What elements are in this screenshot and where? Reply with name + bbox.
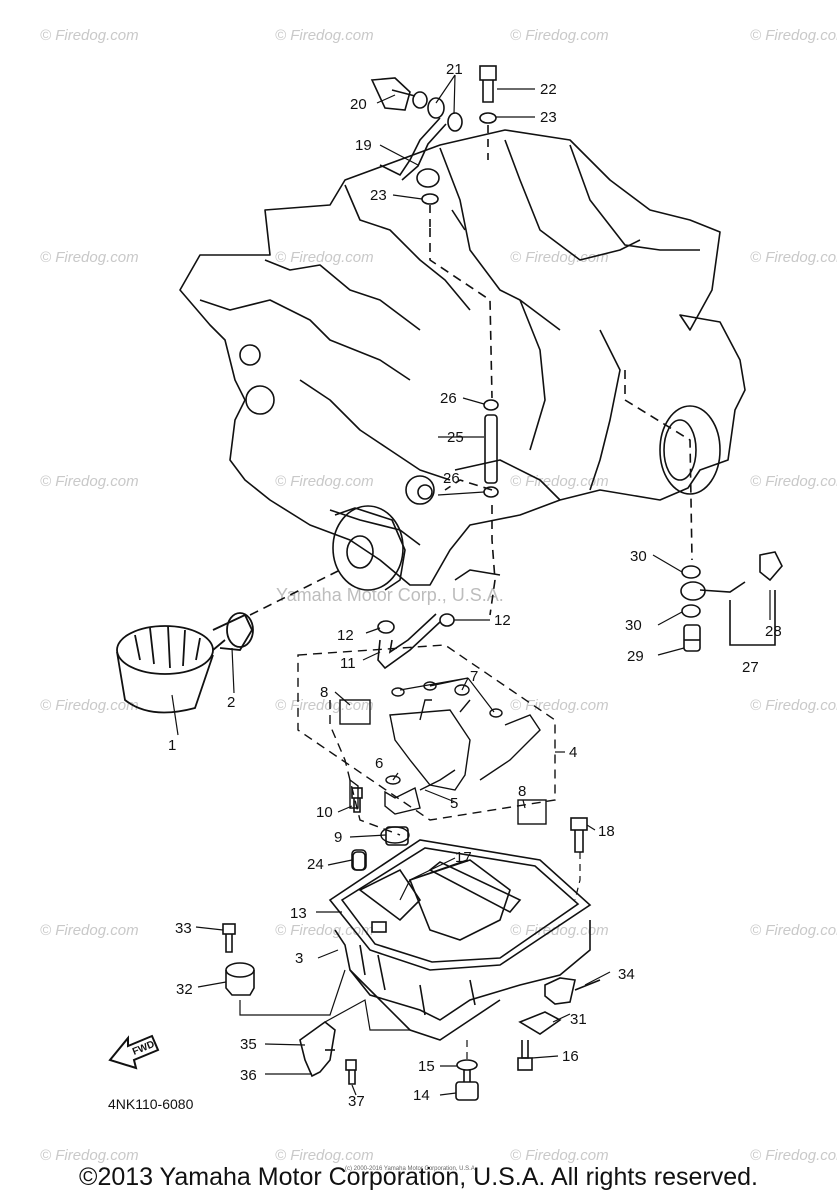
callout-21: 21 xyxy=(446,61,463,78)
top-fittings xyxy=(370,65,497,231)
callout-34: 34 xyxy=(618,966,635,983)
leader-lines xyxy=(171,74,771,1096)
callout-1: 1 xyxy=(168,737,176,754)
callout-30: 30 xyxy=(630,548,647,565)
oil-pan xyxy=(328,839,592,1041)
callout-24: 24 xyxy=(307,856,324,873)
callout-2: 2 xyxy=(227,694,235,711)
callout-14: 14 xyxy=(413,1087,430,1104)
watermark: © Firedog.com xyxy=(510,27,609,44)
watermark: © Firedog.com xyxy=(510,249,609,266)
center-watermark: Yamaha Motor Corp., U.S.A. xyxy=(276,585,504,605)
watermark: © Firedog.com xyxy=(510,697,609,714)
callout-36: 36 xyxy=(240,1067,257,1084)
callout-12: 12 xyxy=(494,612,511,629)
watermark: © Firedog.com xyxy=(510,473,609,490)
callout-26: 26 xyxy=(440,390,457,407)
watermark: © Firedog.com xyxy=(40,27,139,44)
oil-delivery-pipe xyxy=(483,399,499,498)
oil-filter xyxy=(116,612,254,714)
watermark: © Firedog.com xyxy=(275,922,374,939)
watermark: © Firedog.com xyxy=(275,697,374,714)
watermark: © Firedog.com xyxy=(510,1147,609,1164)
watermark: © Firedog.com xyxy=(40,1147,139,1164)
watermark: © Firedog.com xyxy=(750,27,837,44)
callout-12: 12 xyxy=(337,627,354,644)
callout-20: 20 xyxy=(350,96,367,113)
callout-32: 32 xyxy=(176,981,193,998)
callout-11: 11 xyxy=(340,655,356,672)
diagram-code: 4NK110-6080 xyxy=(108,1096,194,1112)
callout-18: 18 xyxy=(598,823,615,840)
watermark: © Firedog.com xyxy=(40,922,139,939)
callout-23: 23 xyxy=(540,109,557,126)
callout-27: 27 xyxy=(742,659,759,676)
callout-8: 8 xyxy=(518,783,526,800)
callout-3: 3 xyxy=(295,950,303,967)
callout-28: 28 xyxy=(765,623,782,640)
callout-6: 6 xyxy=(375,755,383,772)
callout-8: 8 xyxy=(320,684,328,701)
watermark: © Firedog.com xyxy=(275,27,374,44)
watermark: © Firedog.com xyxy=(750,697,837,714)
callout-15: 15 xyxy=(418,1058,435,1075)
callout-23: 23 xyxy=(370,187,387,204)
oil-hose xyxy=(377,613,455,670)
callout-33: 33 xyxy=(175,920,192,937)
watermark: © Firedog.com xyxy=(40,249,139,266)
callout-labels: 1 2 3 4 5 6 7 8 8 9 10 11 12 12 13 14 15… xyxy=(168,61,782,1110)
watermark: © Firedog.com xyxy=(40,697,139,714)
oil-switch-parts xyxy=(680,551,783,652)
watermark: © Firedog.com xyxy=(275,1147,374,1164)
callout-30: 30 xyxy=(625,617,642,634)
callout-13: 13 xyxy=(290,905,307,922)
watermark-layer: © Firedog.com © Firedog.com © Firedog.co… xyxy=(40,27,837,1164)
callout-26: 26 xyxy=(443,470,460,487)
copyright-notice: ©2013 Yamaha Motor Corporation, U.S.A. A… xyxy=(79,1163,758,1191)
callout-31: 31 xyxy=(570,1011,587,1028)
watermark: © Firedog.com xyxy=(750,473,837,490)
watermark: © Firedog.com xyxy=(750,1147,837,1164)
callout-5: 5 xyxy=(450,795,458,812)
small-print: (c) 2000-2016 Yamaha Motor Corporation, … xyxy=(345,1166,477,1172)
engine-block xyxy=(179,129,746,616)
callout-19: 19 xyxy=(355,137,372,154)
watermark: © Firedog.com xyxy=(750,249,837,266)
callout-37: 37 xyxy=(348,1093,365,1110)
callout-16: 16 xyxy=(562,1048,579,1065)
watermark: © Firedog.com xyxy=(40,473,139,490)
oil-strainer-assembly xyxy=(297,644,556,844)
watermark: © Firedog.com xyxy=(750,922,837,939)
callout-29: 29 xyxy=(627,648,644,665)
callout-25: 25 xyxy=(447,429,464,446)
callout-35: 35 xyxy=(240,1036,257,1053)
callout-22: 22 xyxy=(540,81,557,98)
callout-17: 17 xyxy=(455,849,472,866)
callout-10: 10 xyxy=(316,804,333,821)
callout-4: 4 xyxy=(569,744,577,761)
watermark: © Firedog.com xyxy=(275,473,374,490)
callout-9: 9 xyxy=(334,829,342,846)
callout-7: 7 xyxy=(470,668,478,685)
fwd-arrow-icon: FWD xyxy=(108,1034,160,1070)
small-fasteners xyxy=(222,787,601,1101)
watermark: © Firedog.com xyxy=(275,249,374,266)
